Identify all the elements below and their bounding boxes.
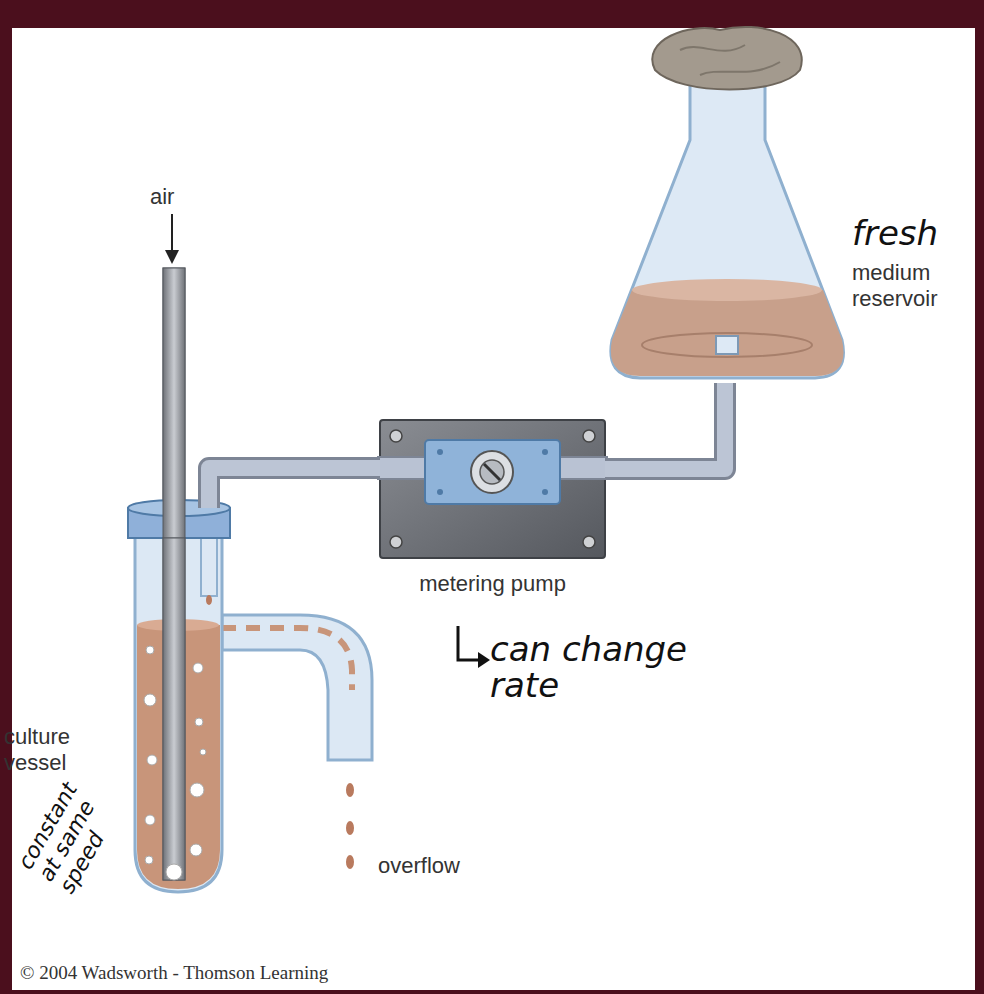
handwritten-note: can change rate bbox=[490, 632, 740, 703]
medium-tube bbox=[605, 383, 725, 469]
part-label: culture vessel bbox=[4, 724, 122, 777]
metering-pump-body bbox=[378, 420, 607, 558]
vessel-node: culture vesselconstant at same speed bbox=[128, 508, 230, 888]
handwritten-note: constant at same speed bbox=[14, 775, 127, 898]
culture-vessel-glass bbox=[128, 268, 372, 892]
overflow-label: overflow bbox=[378, 853, 460, 879]
air-arrow bbox=[171, 214, 173, 252]
hook-arrow bbox=[458, 626, 480, 660]
medium-tube bbox=[209, 468, 380, 508]
air-arrowhead bbox=[165, 250, 179, 264]
handwritten-note: fresh bbox=[852, 213, 938, 254]
hook-arrowhead bbox=[478, 652, 490, 668]
reservoir-flask bbox=[611, 27, 844, 378]
reservoir-node: freshmedium reservoir bbox=[605, 30, 850, 383]
copyright-note: © 2004 Wadsworth - Thomson Learning bbox=[20, 962, 328, 985]
pump-node: metering pumpcan change rate bbox=[380, 420, 605, 558]
panel bbox=[12, 28, 975, 990]
part-label: metering pump bbox=[380, 571, 605, 597]
part-label: medium reservoir bbox=[852, 260, 974, 313]
air-label: air bbox=[150, 184, 174, 210]
